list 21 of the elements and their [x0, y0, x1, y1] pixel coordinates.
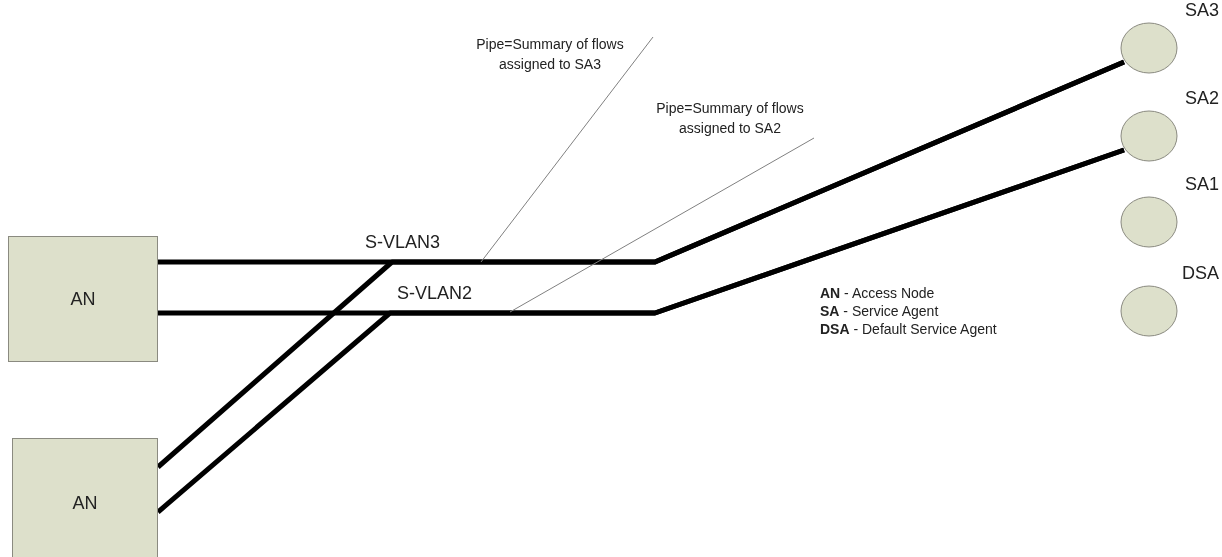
agent-label: SA2	[1184, 88, 1219, 109]
abbreviation-key-text: DSA - Default Service Agent	[820, 321, 997, 337]
service-agent-node	[1119, 0, 1219, 75]
access-node-box: AN	[8, 236, 158, 362]
leader-line	[480, 36, 654, 263]
vlan-connection-line	[156, 147, 1125, 514]
agent-label: SA1	[1184, 174, 1219, 195]
leader-line	[509, 137, 815, 313]
vlan-connection-line	[156, 59, 1125, 469]
service-agent-node	[1119, 174, 1219, 249]
edge-label: S-VLAN2	[397, 283, 473, 304]
service-agent-node	[1119, 88, 1219, 163]
agent-label: SA3	[1184, 0, 1219, 21]
annotation-text: Pipe=Summary of flows assigned to SA3	[470, 34, 630, 74]
agent-label: DSA	[1182, 263, 1219, 284]
annotation-text: Pipe=Summary of flows assigned to SA2	[650, 98, 810, 138]
abbreviation-key-text: SA - Service Agent	[820, 303, 939, 319]
edge-label: S-VLAN3	[365, 232, 441, 253]
abbreviation-key-text: AN - Access Node	[820, 285, 935, 301]
service-agent-node	[1119, 263, 1219, 338]
access-node-box: AN	[12, 438, 158, 557]
